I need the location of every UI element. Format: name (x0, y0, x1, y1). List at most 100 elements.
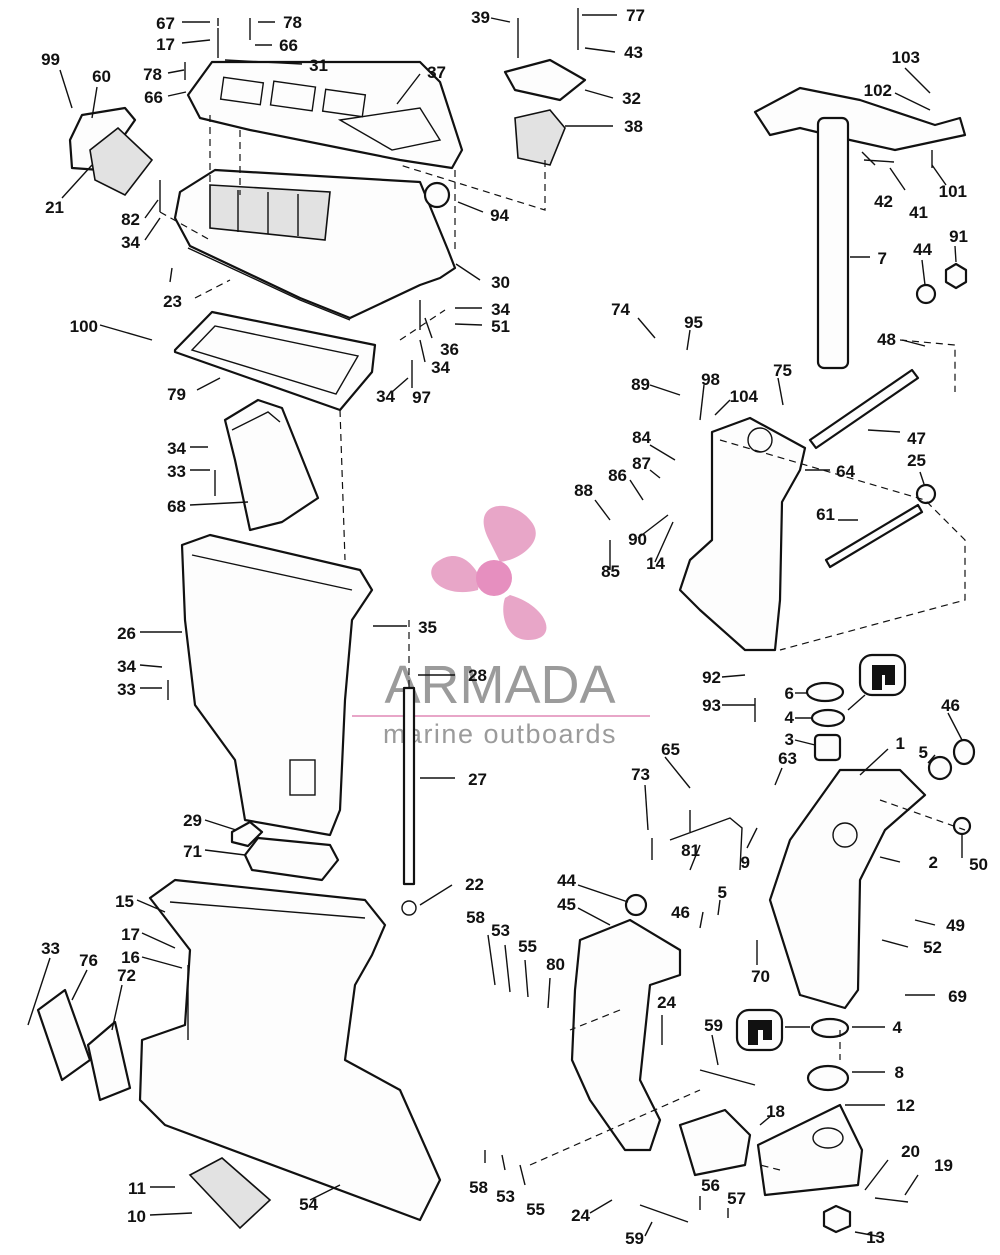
part-nut (822, 1204, 852, 1234)
callout-34: 34 (121, 233, 140, 252)
part-housing-plate (188, 1157, 272, 1230)
callout-53: 53 (496, 1187, 515, 1206)
callout-8: 8 (895, 1063, 904, 1082)
part-cover-plate (36, 988, 92, 1082)
callout-41: 41 (909, 203, 928, 222)
callout-23: 23 (163, 292, 182, 311)
housing-window (289, 759, 316, 796)
callout-70: 70 (751, 967, 770, 986)
watermark: ARMADA marine outboards (352, 505, 650, 749)
callout-76: 76 (79, 951, 98, 970)
part-swivel-bracket (678, 416, 807, 652)
callout-59: 59 (625, 1229, 644, 1248)
callout-61: 61 (816, 505, 835, 524)
callout-9: 9 (741, 853, 750, 872)
plate-cutout (337, 107, 442, 151)
part-thru-bolt (824, 503, 924, 569)
callout-90: 90 (628, 530, 647, 549)
callout-50: 50 (969, 855, 988, 874)
callout-86: 86 (608, 466, 627, 485)
callout-98: 98 (701, 370, 720, 389)
part-tilt-tube (808, 368, 920, 450)
callout-46: 46 (671, 903, 690, 922)
callout-27: 27 (468, 770, 487, 789)
tube-flange (231, 411, 281, 431)
callout-15: 15 (115, 892, 134, 911)
callout-71: 71 (183, 842, 202, 861)
callout-4: 4 (785, 708, 795, 727)
callout-44: 44 (913, 240, 932, 259)
callout-19: 19 (934, 1156, 953, 1175)
callout-6: 6 (785, 684, 794, 703)
housing-ribs (237, 190, 299, 236)
callout-78: 78 (283, 13, 302, 32)
part-steering-shaft (816, 116, 850, 370)
callout-33: 33 (117, 680, 136, 699)
callout-66: 66 (279, 36, 298, 55)
callout-73: 73 (631, 765, 650, 784)
callout-81: 81 (681, 841, 700, 860)
callout-65: 65 (661, 740, 680, 759)
callout-37: 37 (427, 63, 446, 82)
callout-91: 91 (949, 227, 968, 246)
callout-49: 49 (946, 916, 965, 935)
callout-64: 64 (836, 462, 855, 481)
part-mount-block (678, 1108, 752, 1177)
part-clamp-bracket (756, 1103, 864, 1197)
part-module (514, 109, 566, 166)
callout-55: 55 (518, 937, 537, 956)
plate-cutout (321, 88, 367, 118)
callout-80: 80 (546, 955, 565, 974)
callout-24: 24 (657, 993, 676, 1012)
part-stern-bracket-opposite (570, 918, 682, 1152)
part-mount-plate (503, 58, 587, 102)
housing-rim (191, 554, 353, 591)
part-tilt-lever (669, 817, 743, 871)
callout-13: 13 (866, 1228, 885, 1247)
part-gasket (173, 310, 377, 412)
callout-10: 10 (127, 1207, 146, 1226)
housing-chamber (209, 184, 331, 241)
callout-97: 97 (412, 388, 431, 407)
part-nut (944, 262, 968, 290)
callout-78: 78 (143, 65, 162, 84)
part-seal-ring (810, 708, 846, 728)
callout-63: 63 (778, 749, 797, 768)
callout-14: 14 (646, 554, 665, 573)
callout-88: 88 (574, 481, 593, 500)
callout-104: 104 (730, 387, 759, 406)
callout-55: 55 (526, 1200, 545, 1219)
callout-77: 77 (626, 6, 645, 25)
gasket-inner (190, 325, 360, 395)
part-bushing (813, 733, 842, 762)
part-washer (805, 681, 845, 703)
callout-58: 58 (466, 908, 485, 927)
callout-36: 36 (440, 340, 459, 359)
callout-21: 21 (45, 198, 64, 217)
propeller-icon (431, 505, 547, 640)
callout-101: 101 (939, 182, 967, 201)
plate-cutout (219, 76, 265, 106)
callout-5: 5 (718, 883, 727, 902)
part-exhaust-tube (223, 398, 320, 532)
callout-94: 94 (490, 206, 509, 225)
part-grommet (423, 181, 451, 209)
callout-16: 16 (121, 948, 140, 967)
callout-59: 59 (704, 1016, 723, 1035)
leader-lines (27, 14, 963, 1238)
callout-99: 99 (41, 50, 60, 69)
callout-66: 66 (144, 88, 163, 107)
callout-7: 7 (878, 249, 887, 268)
callout-38: 38 (624, 117, 643, 136)
callout-87: 87 (632, 454, 651, 473)
callout-28: 28 (468, 666, 487, 685)
part-exhaust-cover-plate (186, 60, 464, 170)
callout-45: 45 (557, 895, 576, 914)
callout-34: 34 (491, 300, 510, 319)
clamp-bore (812, 1127, 844, 1149)
callout-1: 1 (896, 734, 905, 753)
lower-housing-rim (169, 901, 366, 919)
callout-25: 25 (907, 451, 926, 470)
part-cover-gasket (86, 1020, 132, 1102)
